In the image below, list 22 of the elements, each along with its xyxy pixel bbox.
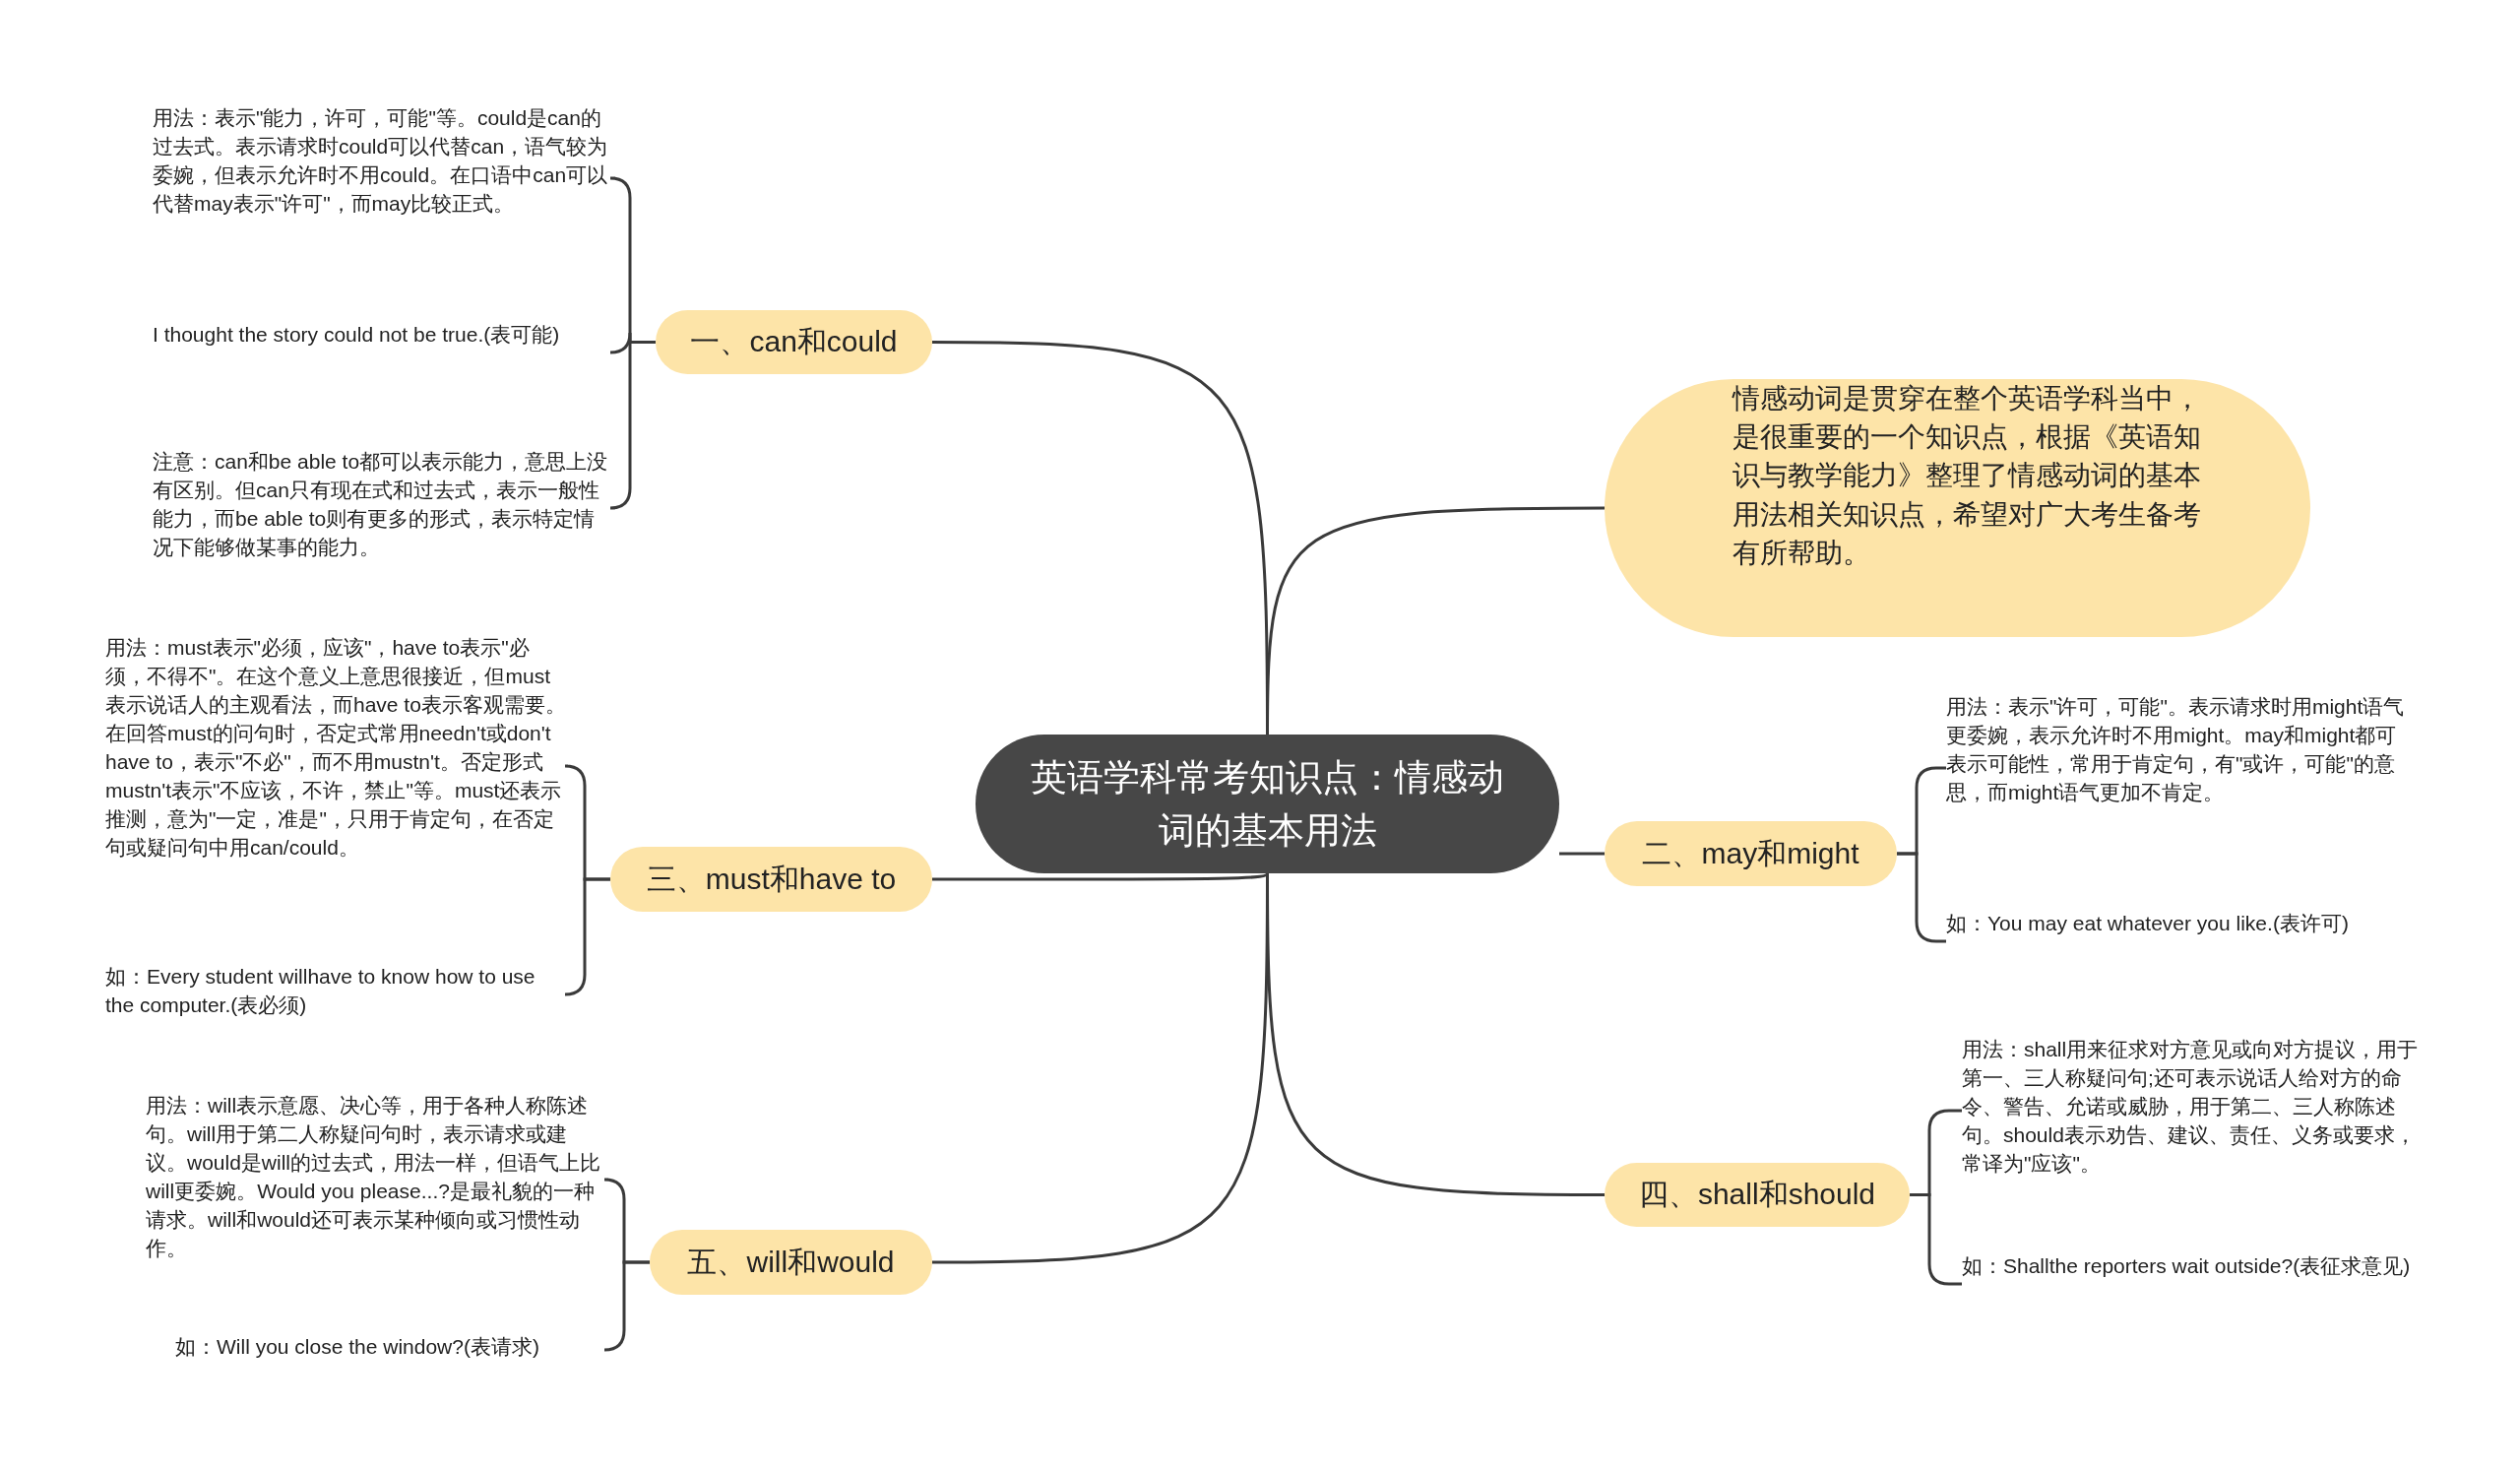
note-text: 用法：will表示意愿、决心等，用于各种人称陈述句。will用于第二人称疑问句时，表示请求或建议。would是will的过去式，用法一样，但语气上比will更委婉。Would you please...?是最礼貌的一种请求。will和would还可表示某种倾向或习惯性动作。 — [146, 1092, 608, 1267]
topic-box: 一、can和could — [656, 310, 932, 374]
note-text: 用法：表示"许可，可能"。表示请求时用might语气更委婉，表示允许时不用might。may和might都可表示可能性，常用于肯定句，有"或许，可能"的意思，而might语气更加不肯定。 — [1946, 693, 2409, 843]
note-text: 注意：can和be able to都可以表示能力，意思上没有区别。但can只有现在式和过去式，表示一般性能力，而be able to则有更多的形式，表示特定情况下能够做某事的能力。 — [153, 448, 615, 568]
connector-line — [1266, 506, 1605, 735]
example-text: 如：You may eat whatever you like.(表许可) — [1946, 910, 2409, 973]
central-topic: 英语学科常考知识点：情感动词的基本用法 — [976, 735, 1559, 873]
example-text: 如：Will you close the window?(表请求) — [175, 1333, 608, 1367]
topic-box: 五、will和would — [650, 1230, 932, 1295]
note-text: 用法：shall用来征求对方意见或向对方提议，用于第一、三人称疑问句;还可表示说话人给对方的命令、警告、允诺或威胁，用于第二、三人称陈述句。should表示劝告、建议、责任、义务或要求，常译为"应该"。 — [1962, 1036, 2425, 1185]
note-text: 用法：must表示"必须，应该"，have to表示"必须，不得不"。在这个意义上意思很接近，但must表示说话人的主观看法，而have to表示客观需要。在回答must的问句时，否定式常用needn't或don't have to，表示"不必"，而不用mustn't。否定形式mustn't表示"不应该，不许，禁止"等。must还表示推测，意为"一定，准是"，只用于肯定句，在否定句或疑问句中用can/could。 — [105, 634, 568, 898]
topic-box: 三、must和have to — [610, 847, 932, 912]
connector-line — [602, 1260, 650, 1352]
intro-box: 情感动词是贯穿在整个英语学科当中，是很重要的一个知识点，根据《英语知识与教学能力》整理了情感动词的基本用法相关知识点，希望对广大考生备考有所帮助。 — [1605, 379, 2310, 637]
note-text: 用法：表示"能力，许可，可能"等。could是can的过去式。表示请求时could可以代替can，语气较为委婉，但表示允许时不用could。在口语中can可以代替may表示"许可"，而may比较正式。 — [153, 104, 615, 252]
topic-box: 二、may和might — [1605, 821, 1897, 886]
topic-box: 四、shall和should — [1605, 1163, 1910, 1227]
example-text: I thought the story could not be true.(表可能) — [153, 321, 615, 384]
example-text: 如：Shallthe reporters wait outside?(表征求意见) — [1962, 1252, 2425, 1315]
example-text: 如：Every student willhave to know how to use the computer.(表必须) — [105, 963, 568, 1026]
connector-line — [932, 871, 1269, 881]
connector-line — [1559, 852, 1605, 856]
